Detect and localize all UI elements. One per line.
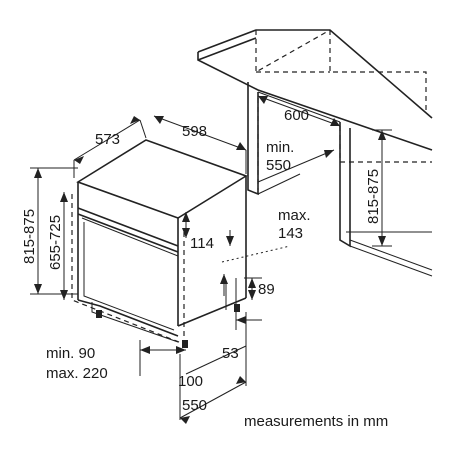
label-max-143-line1: max. — [278, 207, 311, 224]
label-815-875-right: 815-875 — [365, 169, 382, 224]
label-100: 100 — [178, 373, 203, 390]
label-815-875-left: 815-875 — [21, 209, 38, 264]
label-573: 573 — [95, 131, 120, 148]
label-min-550-line1: min. — [266, 139, 294, 156]
caption-measurements: measurements in mm — [244, 413, 388, 430]
cabinet-niche — [197, 29, 433, 277]
label-53: 53 — [222, 345, 239, 362]
dishwasher-body — [71, 139, 248, 348]
label-655-725: 655-725 — [47, 215, 64, 270]
label-max-143-line2: 143 — [278, 225, 303, 242]
label-max-220: max. 220 — [46, 365, 108, 382]
dimension-arrows — [34, 96, 386, 424]
label-114: 114 — [190, 235, 214, 252]
label-550: 550 — [182, 397, 207, 414]
label-min-550-line2: 550 — [266, 157, 291, 174]
label-min-90: min. 90 — [46, 345, 95, 362]
label-600: 600 — [284, 107, 309, 124]
dimension-labels: 573 598 600 min. 550 815-875 655-725 815… — [21, 107, 388, 430]
label-89: 89 — [258, 281, 275, 298]
label-598: 598 — [182, 123, 207, 140]
